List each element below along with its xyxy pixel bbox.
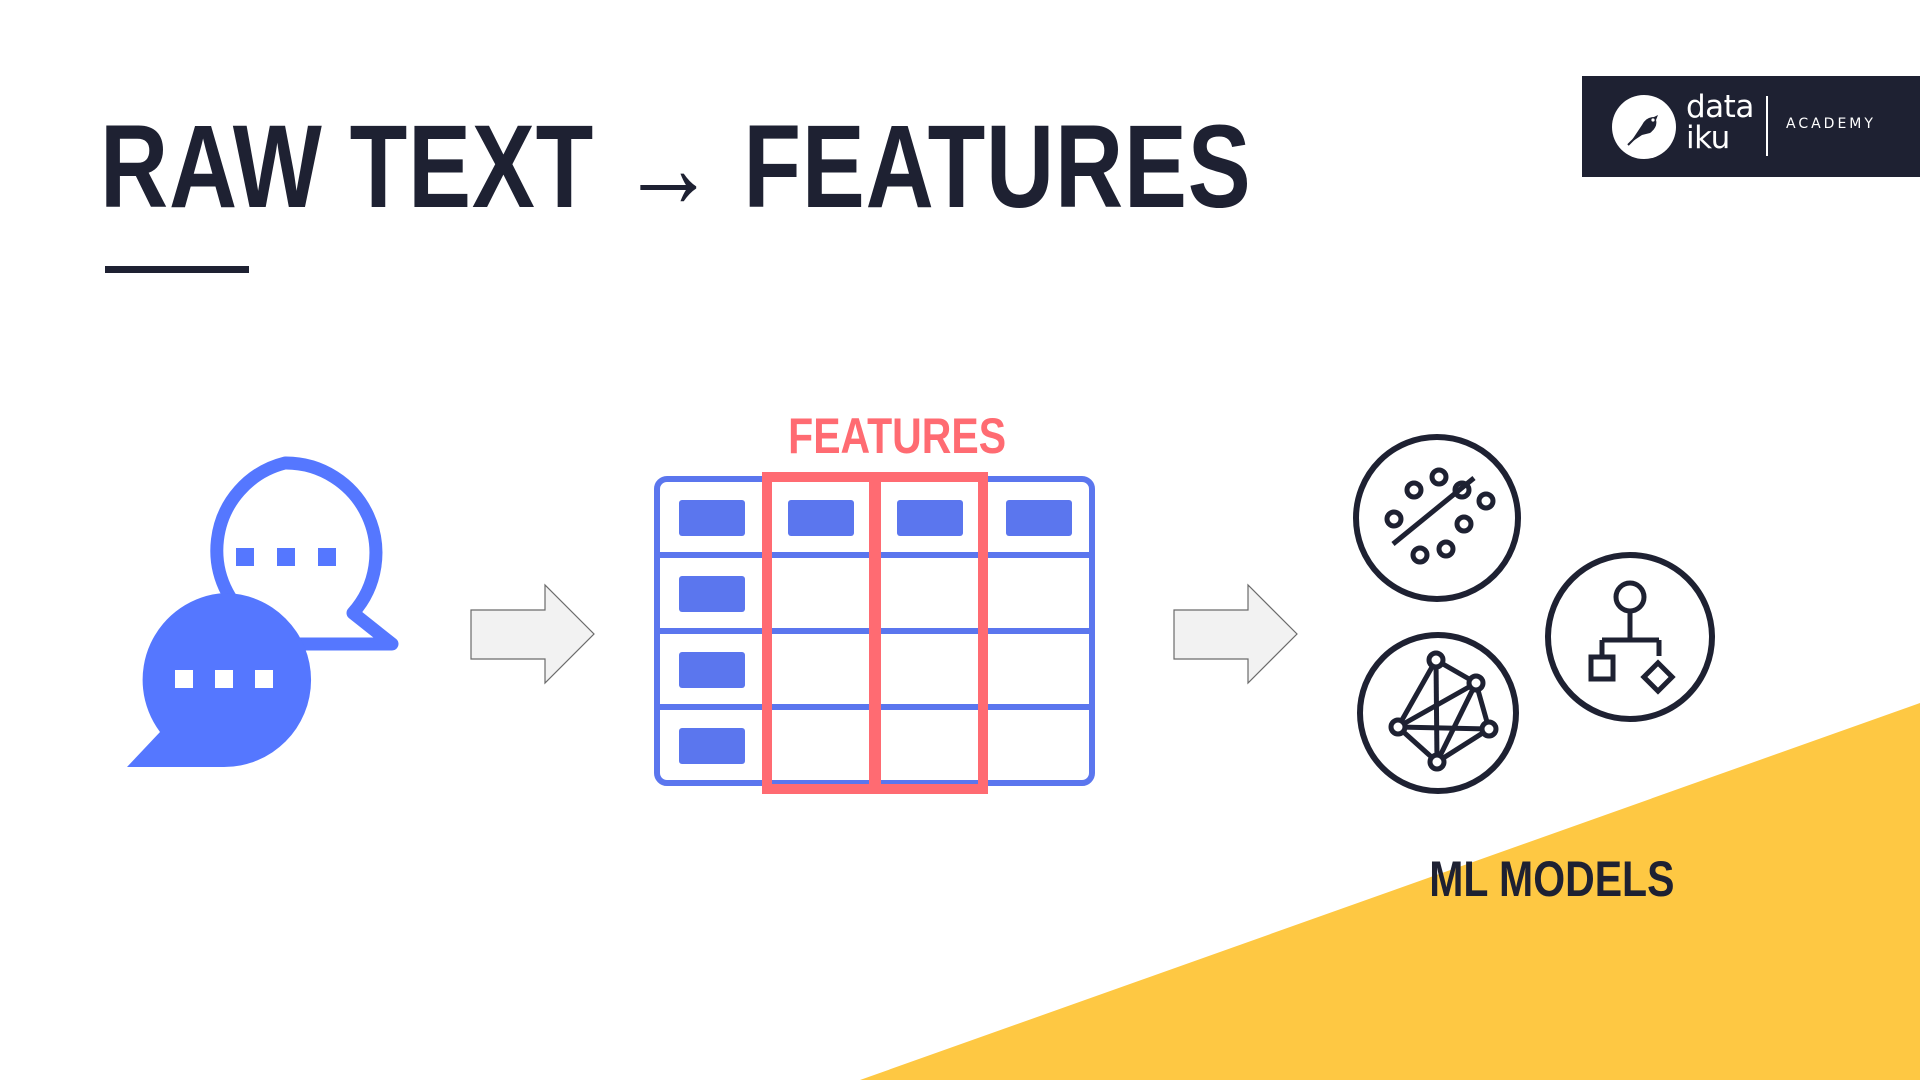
percentage-icon	[1353, 434, 1521, 602]
dataiku-academy-logo: data iku ACADEMY	[1582, 76, 1920, 177]
chat-bubbles-icon	[127, 456, 399, 768]
logo-word-line1: data	[1686, 89, 1754, 125]
slide-title: RAW TEXT → FEATURES	[100, 101, 1252, 233]
arrow-right-icon	[1173, 583, 1298, 685]
logo-tagline: ACADEMY	[1786, 116, 1876, 132]
title-underline	[105, 266, 249, 273]
decision-tree-icon	[1545, 552, 1715, 722]
logo-word-line2: iku	[1686, 120, 1730, 156]
ml-models-label: ML MODELS	[1429, 851, 1675, 907]
features-label: FEATURES	[788, 408, 1007, 464]
arrow-right-icon	[470, 583, 595, 685]
logo-wordmark: data iku	[1686, 92, 1766, 154]
network-graph-icon	[1357, 632, 1519, 794]
feature-table-icon	[654, 472, 1095, 794]
bird-logo-icon	[1612, 95, 1676, 159]
logo-divider	[1766, 96, 1768, 156]
